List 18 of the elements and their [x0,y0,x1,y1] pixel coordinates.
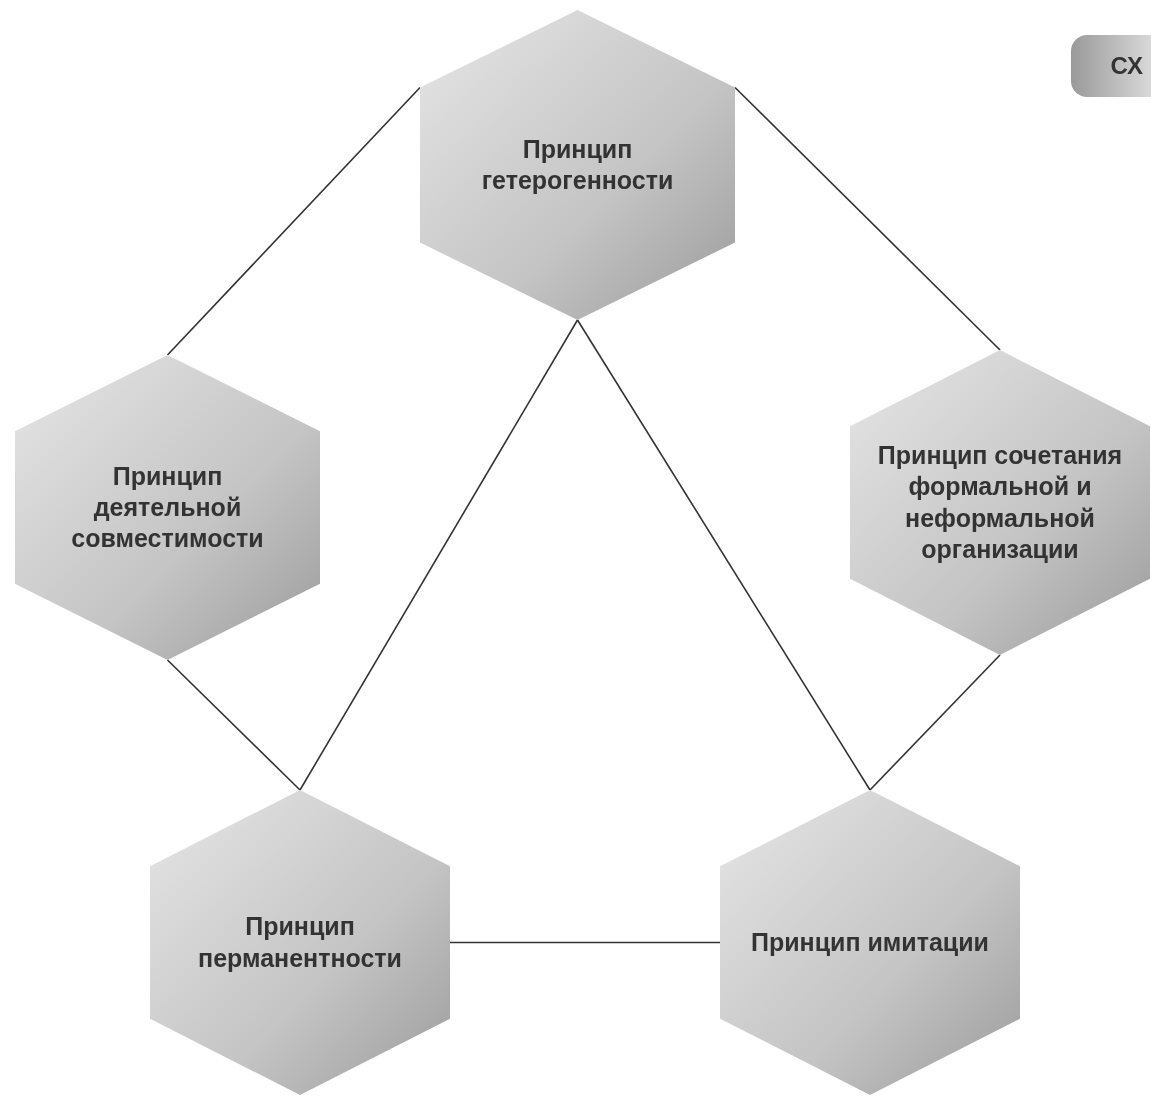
node-label: Принцип гетерогенности [480,133,675,196]
hexagon-node [150,790,450,1095]
connector-line [166,86,421,356]
hexagon-node [15,355,320,660]
node-label: Принцип перманентности [197,911,403,974]
connector-line [449,941,721,944]
hexagon-node [720,790,1020,1095]
connector-line [576,319,871,791]
hexagon-node [420,10,735,320]
node-label: Принцип сочетания формальной и неформальной организации [876,440,1124,565]
node-label: Принцип имитации [750,926,990,958]
hexagon-node [850,350,1150,655]
node-label: Принцип деятельной совместимости [70,460,265,555]
connector-line [166,659,301,791]
connector-line [734,86,1001,351]
tab-label: СХ [1071,35,1151,97]
connector-line [299,319,579,791]
connector-line [869,654,1001,791]
